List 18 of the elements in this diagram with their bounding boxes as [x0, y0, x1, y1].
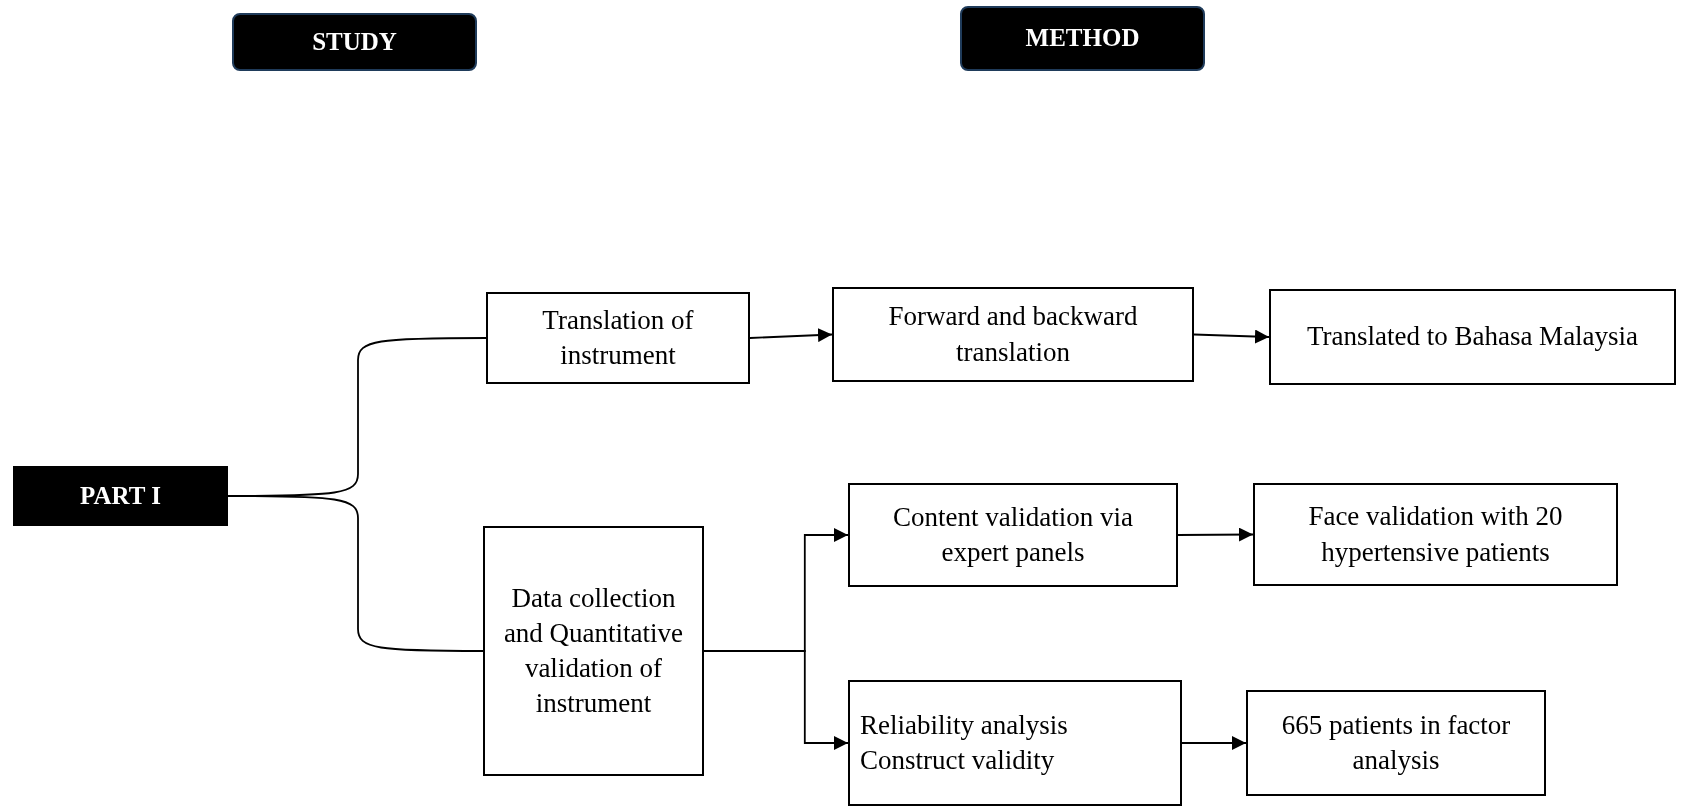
process-box: Data collection and Quantitative validation of instrument — [483, 526, 704, 776]
process-box: Forward and backward translation — [832, 287, 1194, 382]
arrow — [703, 650, 849, 750]
process-box: Translated to Bahasa Malaysia — [1269, 289, 1676, 385]
arrow — [1177, 527, 1254, 542]
arrow — [749, 328, 833, 343]
process-box: 665 patients in factor analysis — [1246, 690, 1546, 796]
process-box: Translation of instrument — [486, 292, 750, 384]
part-label: PART I — [13, 466, 228, 526]
arrow — [1193, 329, 1270, 344]
box-text: Reliability analysis — [860, 708, 1068, 742]
process-box: Face validation with 20 hypertensive patients — [1253, 483, 1618, 586]
process-box — [848, 680, 1182, 806]
header-label: METHOD — [960, 6, 1205, 71]
box-text: Construct validity — [860, 744, 1055, 777]
header-label: STUDY — [232, 13, 477, 71]
arrow — [1181, 736, 1247, 750]
process-box: Content validation via expert panels — [848, 483, 1178, 587]
